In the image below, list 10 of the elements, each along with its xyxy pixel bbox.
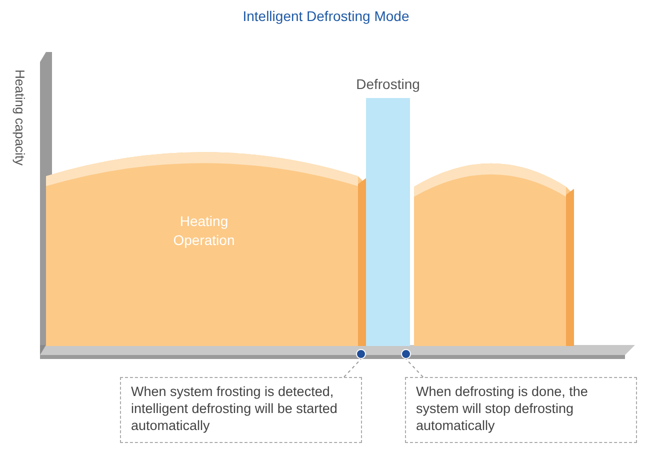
leader-line xyxy=(406,358,424,378)
callout-box xyxy=(405,377,637,443)
callout-text: When system frosting is detected, intelligent defrosting will be started automatically xyxy=(131,384,338,433)
block-label: Heating Operation xyxy=(172,212,236,250)
axis-label: Heating capacity xyxy=(12,68,28,168)
diagram-title: Intelligent Defrosting Mode xyxy=(242,8,410,24)
bar-label: Defrosting xyxy=(355,76,421,92)
callout-box xyxy=(120,377,362,443)
leader-line xyxy=(344,358,362,378)
callout-text: When defrosting is done, the system will stop defrosting automatically xyxy=(416,384,588,433)
